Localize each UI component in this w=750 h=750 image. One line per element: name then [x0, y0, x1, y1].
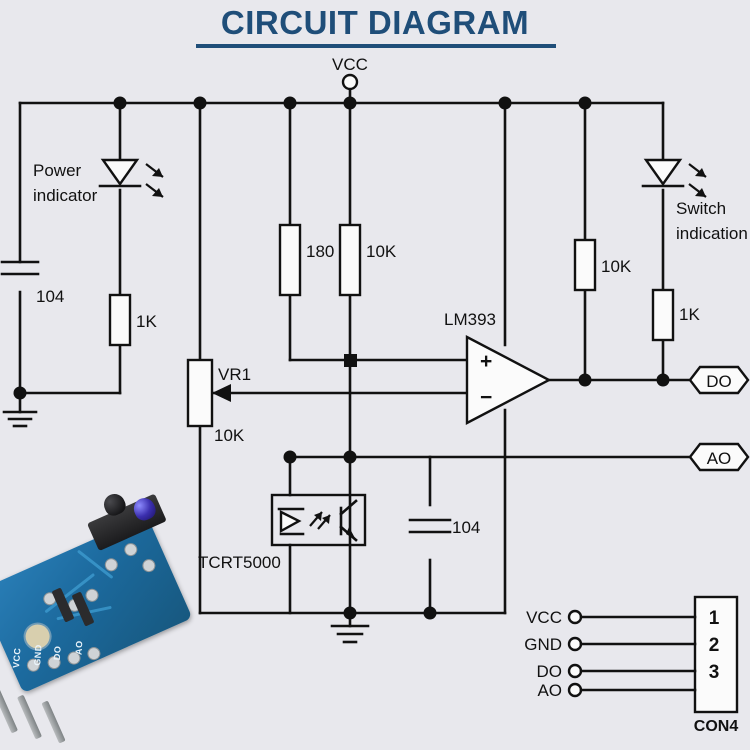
con4-pin-2-number: 2 — [709, 635, 720, 656]
con4-pin-4: AO — [537, 681, 697, 700]
resistor-1k-power-led-value: 1K — [136, 312, 157, 331]
resistor-10k-pullup-value: 10K — [601, 257, 632, 276]
con4-pin-1-label: VCC — [526, 608, 562, 627]
net-180-to-opamp-plus — [288, 293, 469, 362]
ground-symbol-left — [2, 391, 38, 428]
terminal-do-label: DO — [706, 372, 732, 391]
potentiometer-vr1: VR1 10K — [186, 358, 251, 445]
capacitor-output-value: 104 — [452, 518, 480, 537]
power-indicator-label-1: Power — [33, 161, 82, 180]
net-vcc-rail — [18, 86, 665, 362]
con4-pin-2: GND 2 — [524, 635, 719, 656]
sensor-tcrt5000-label: TCRT5000 — [198, 553, 281, 572]
resistor-10k-divider-value: 10K — [366, 242, 397, 261]
con4-name-label: CON4 — [694, 718, 739, 735]
comparator-lm393-label: LM393 — [444, 310, 496, 329]
con4-pin-1: VCC 1 — [526, 608, 720, 629]
pcb-silk-ao: AO — [73, 640, 85, 656]
potentiometer-vr1-ref: VR1 — [218, 365, 251, 384]
capacitor-input-value: 104 — [36, 287, 64, 306]
sensor-tcrt5000: TCRT5000 — [198, 493, 367, 572]
terminal-do: DO — [688, 365, 750, 395]
capacitor-output: 104 — [408, 518, 480, 537]
opamp-plus-sign: + — [480, 350, 492, 373]
pcb-silk-vcc: VCC — [11, 647, 23, 669]
capacitor-input: 104 — [0, 260, 64, 306]
resistor-1k-power-led: 1K — [108, 293, 157, 347]
pcb-pad — [140, 557, 158, 575]
pcb-pad — [85, 645, 103, 663]
net-input-cap-ground — [18, 290, 122, 395]
resistor-180: 180 — [278, 223, 334, 297]
con4-pin-1-number: 1 — [709, 608, 720, 629]
resistor-10k-pullup: 10K — [573, 238, 632, 292]
resistor-10k-divider: 10K — [338, 223, 397, 297]
title-underline — [196, 44, 556, 48]
pcb-pad — [83, 586, 101, 604]
con4-pin-2-label: GND — [524, 635, 562, 654]
led-switch-indication: Switch indication — [641, 158, 748, 243]
opamp-minus-sign: − — [480, 386, 492, 409]
led-power-indicator: Power indicator — [33, 158, 164, 205]
resistor-1k-switch-led: 1K — [651, 288, 700, 342]
ground-symbol-bottom — [330, 611, 370, 644]
pcb-silk-do: DO — [51, 645, 63, 661]
header-pin-leg — [41, 700, 66, 744]
con4-pin-3-label: DO — [537, 662, 563, 681]
comparator-lm393: + − LM393 — [444, 310, 552, 425]
con4-pin-4-label: AO — [537, 681, 562, 700]
net-ao — [348, 455, 692, 507]
switch-indication-label-2: indication — [676, 224, 748, 243]
connector-con4: VCC 1 GND 2 DO 3 AO — [524, 595, 739, 735]
resistor-180-value: 180 — [306, 242, 334, 261]
power-indicator-label-2: indicator — [33, 186, 98, 205]
pcb-silk-gnd: GND — [32, 643, 44, 667]
pcb-pad — [122, 541, 140, 559]
header-pin-leg — [16, 694, 43, 740]
switch-indication-label-1: Switch — [676, 199, 726, 218]
vcc-label: VCC — [332, 55, 368, 74]
resistor-1k-switch-led-value: 1K — [679, 305, 700, 324]
header-pin-leg — [0, 688, 19, 734]
con4-pin-3: DO 3 — [537, 662, 720, 683]
con4-pin-3-number: 3 — [709, 662, 720, 683]
page-title: CIRCUIT DIAGRAM — [220, 4, 530, 41]
terminal-ao: AO — [688, 442, 750, 472]
terminal-ao-label: AO — [707, 449, 732, 468]
vcc-terminal: VCC — [332, 55, 368, 91]
potentiometer-vr1-value: 10K — [214, 426, 245, 445]
module-photo: VCC GND DO AO — [0, 492, 196, 750]
